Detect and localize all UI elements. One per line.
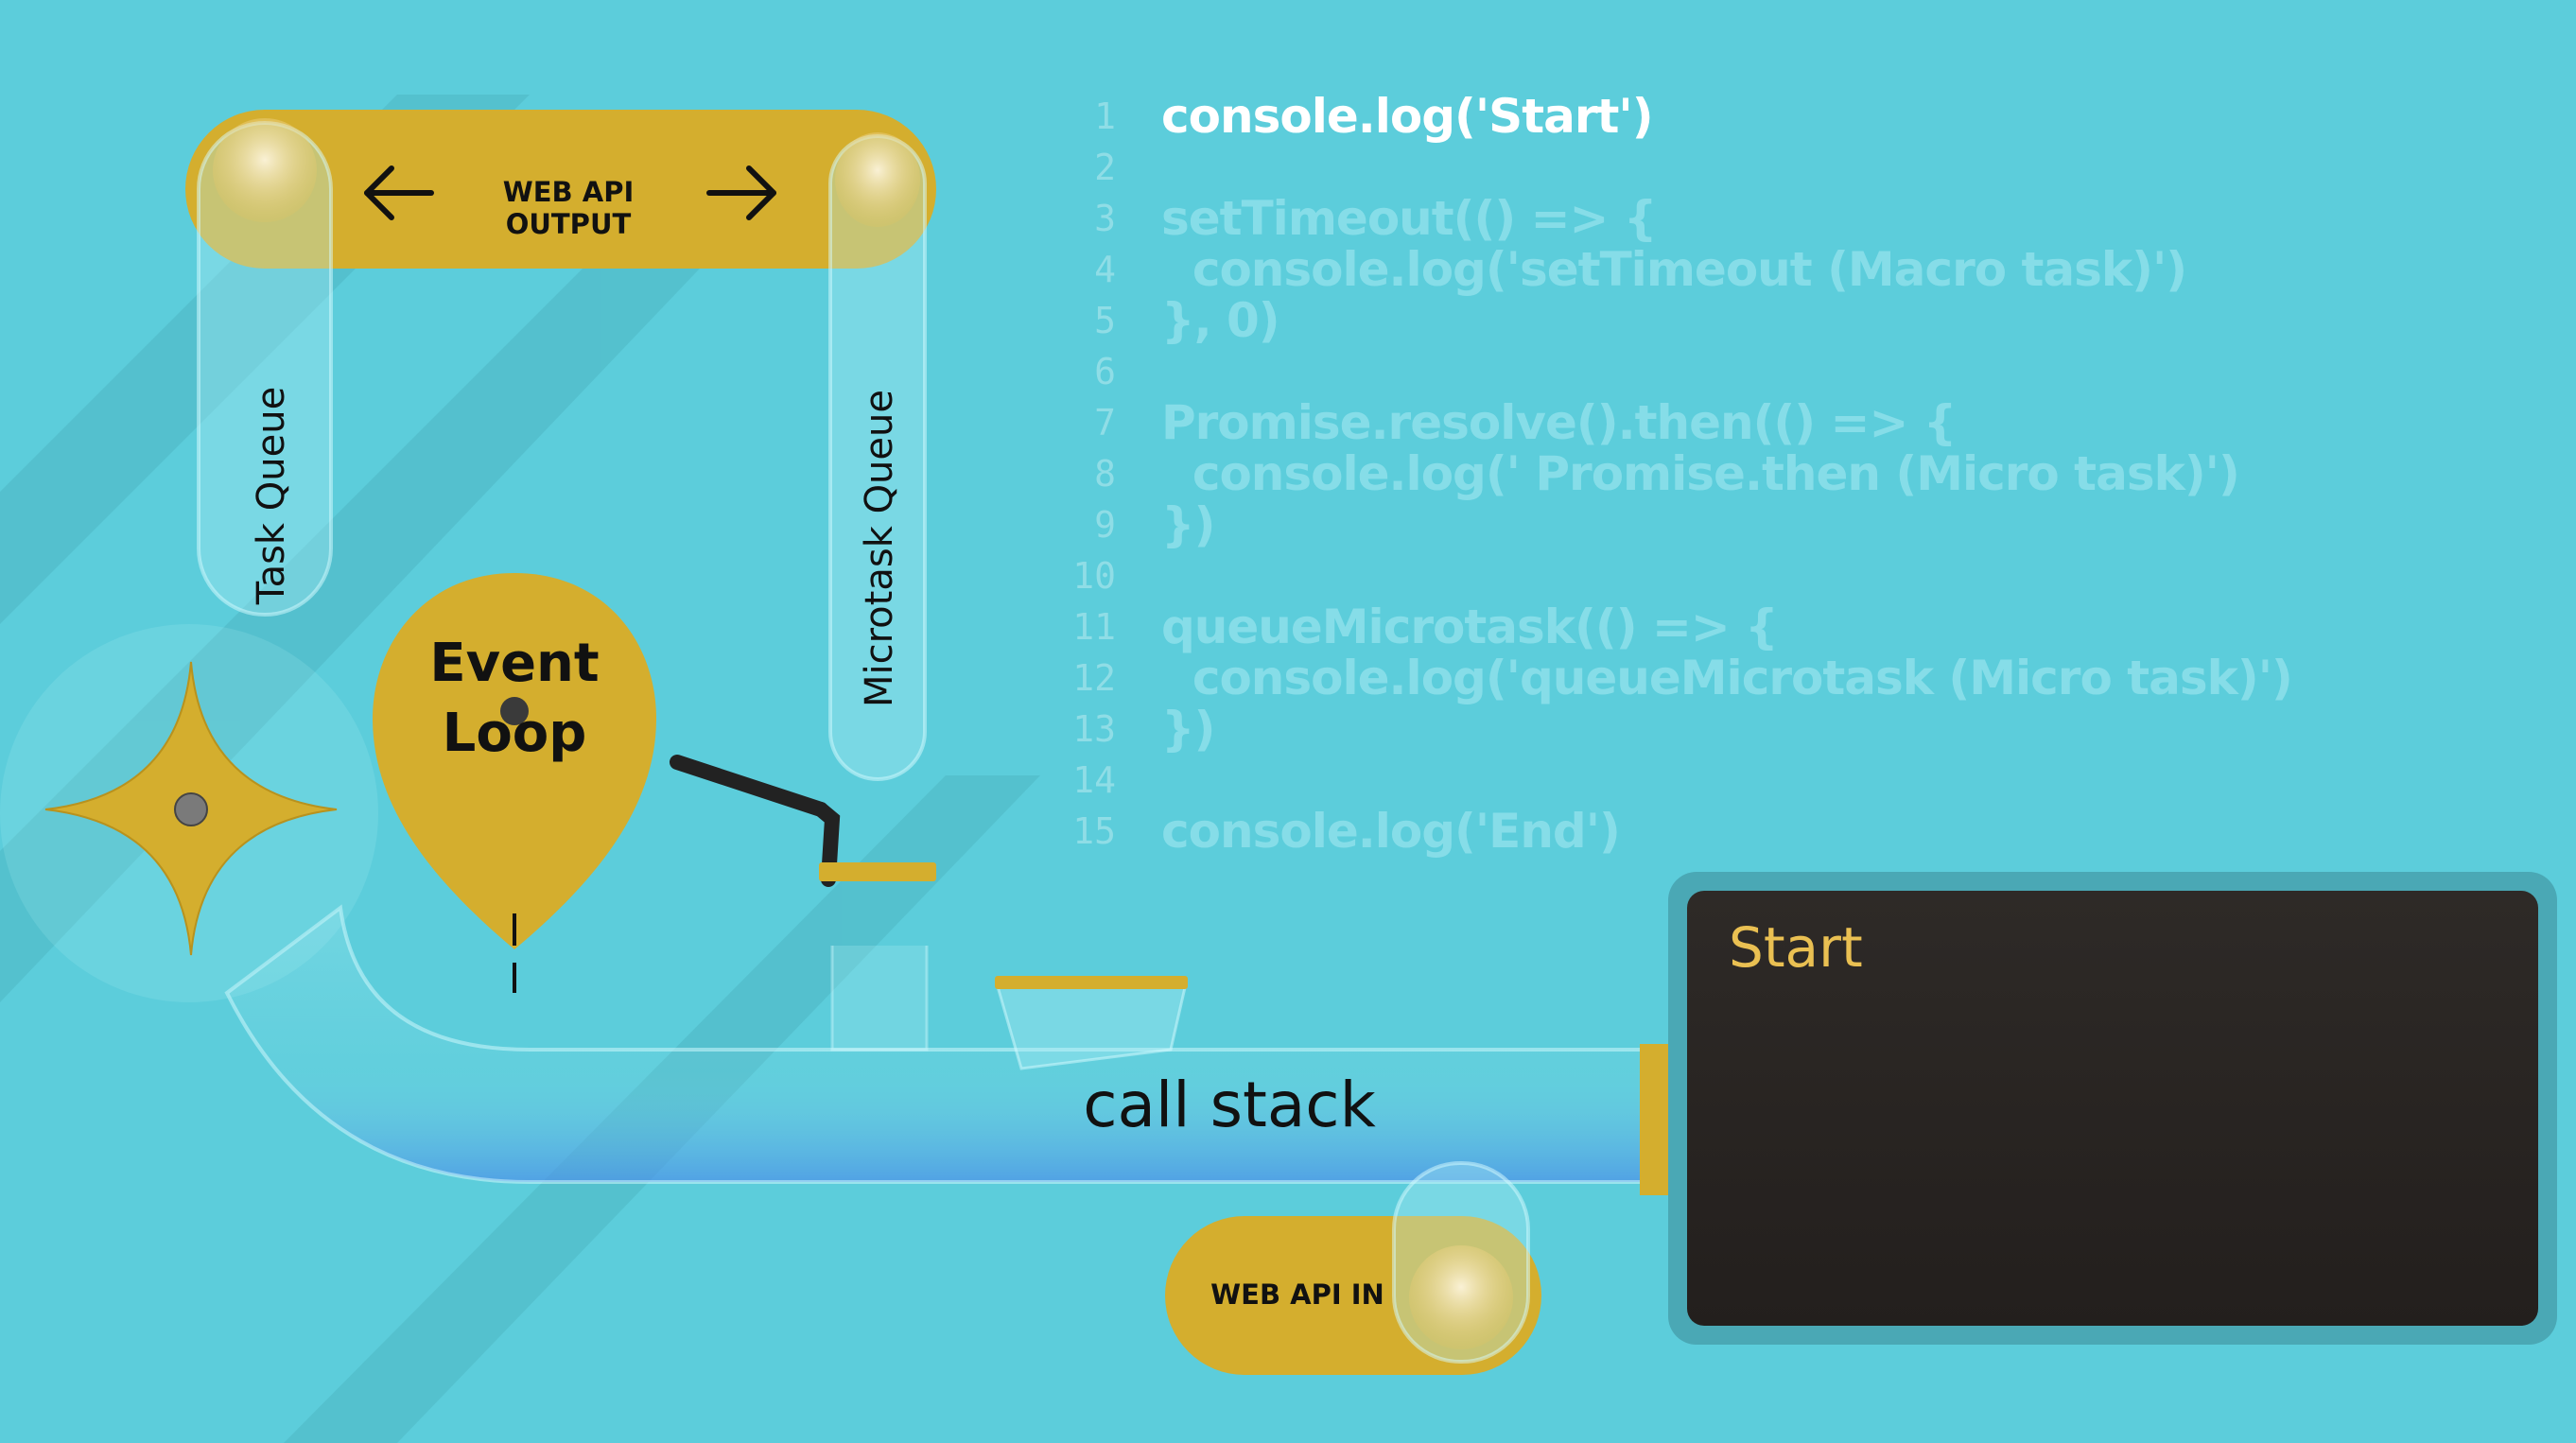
code-line: 6 (1050, 346, 2468, 397)
line-number: 13 (1072, 708, 1116, 750)
line-number: 2 (1094, 147, 1116, 188)
lever-icon (670, 755, 936, 887)
web-api-in-tube (1392, 1161, 1530, 1364)
event-loop-egg (373, 573, 656, 993)
code-text: console.log(' Promise.then (Micro task)'… (1161, 446, 2240, 501)
code-line: 11 queueMicrotask(() => { (1050, 601, 2468, 652)
code-line: 9}) (1050, 499, 2468, 550)
code-line: 1 console.log('Start') (1050, 91, 2468, 142)
code-line: 14 (1050, 755, 2468, 806)
line-number: 6 (1094, 351, 1116, 392)
code-text: }) (1161, 702, 1215, 756)
code-line: 13}) (1050, 704, 2468, 755)
code-text: queueMicrotask(() => { (1161, 600, 1779, 654)
code-text: console.log('Start') (1161, 89, 1654, 144)
code-text: console.log('End') (1161, 804, 1621, 859)
line-number: 11 (1072, 606, 1116, 648)
code-line: 10 (1050, 550, 2468, 601)
code-text: console.log('setTimeout (Macro task)') (1161, 242, 2187, 297)
code-text: Promise.resolve().then(() => { (1161, 395, 1957, 450)
line-number: 9 (1094, 504, 1116, 546)
code-listing: 1 console.log('Start') 2 3 setTimeout(() => … (1050, 91, 2468, 857)
code-line: 4 console.log('setTimeout (Macro task)') (1050, 244, 2468, 295)
event-loop-label-line1: Event (429, 633, 600, 694)
line-number: 10 (1072, 555, 1116, 597)
line-number: 3 (1094, 198, 1116, 239)
terminal-connector (1640, 1044, 1668, 1195)
web-api-in-label: WEB API IN (1210, 1278, 1384, 1311)
line-number: 12 (1072, 657, 1116, 699)
web-api-output-pill (185, 110, 936, 269)
code-line: 7 Promise.resolve().then(() => { (1050, 397, 2468, 448)
line-number: 8 (1094, 453, 1116, 495)
microtask-queue-tube (828, 132, 927, 781)
call-stack-pipe (224, 904, 1647, 1184)
arrow-left-icon (364, 165, 434, 220)
terminal-screen: Start (1687, 891, 2538, 1326)
code-line: 15 console.log('End') (1050, 806, 2468, 857)
line-number: 1 (1094, 96, 1116, 137)
terminal-window: Start (1668, 872, 2557, 1345)
code-text: setTimeout(() => { (1161, 191, 1657, 246)
task-queue-label: Task Queue (250, 386, 293, 605)
code-line: 8 console.log(' Promise.then (Micro task… (1050, 448, 2468, 499)
line-number: 7 (1094, 402, 1116, 443)
code-text: }, 0) (1161, 293, 1280, 348)
code-line: 5 }, 0) (1050, 295, 2468, 346)
event-loop-label-line2: Loop (442, 703, 587, 764)
line-number: 4 (1094, 249, 1116, 290)
line-number: 5 (1094, 300, 1116, 341)
call-stack-label: call stack (1083, 1069, 1376, 1141)
task-queue-tube (197, 118, 333, 617)
code-line: 12 console.log('queueMicrotask (Micro ta… (1050, 652, 2468, 704)
terminal-output-line: Start (1729, 915, 1863, 980)
code-line: 2 (1050, 142, 2468, 193)
line-number: 15 (1072, 810, 1116, 852)
web-api-output-label: WEB API OUTPUT (502, 176, 635, 240)
code-line: 3 setTimeout(() => { (1050, 193, 2468, 244)
arrow-right-icon (706, 165, 776, 220)
code-text: }) (1161, 497, 1215, 552)
line-number: 14 (1072, 759, 1116, 801)
gear-star-icon (0, 624, 378, 1002)
code-text: console.log('queueMicrotask (Micro task)… (1161, 651, 2293, 705)
microtask-queue-label: Microtask Queue (858, 390, 901, 707)
